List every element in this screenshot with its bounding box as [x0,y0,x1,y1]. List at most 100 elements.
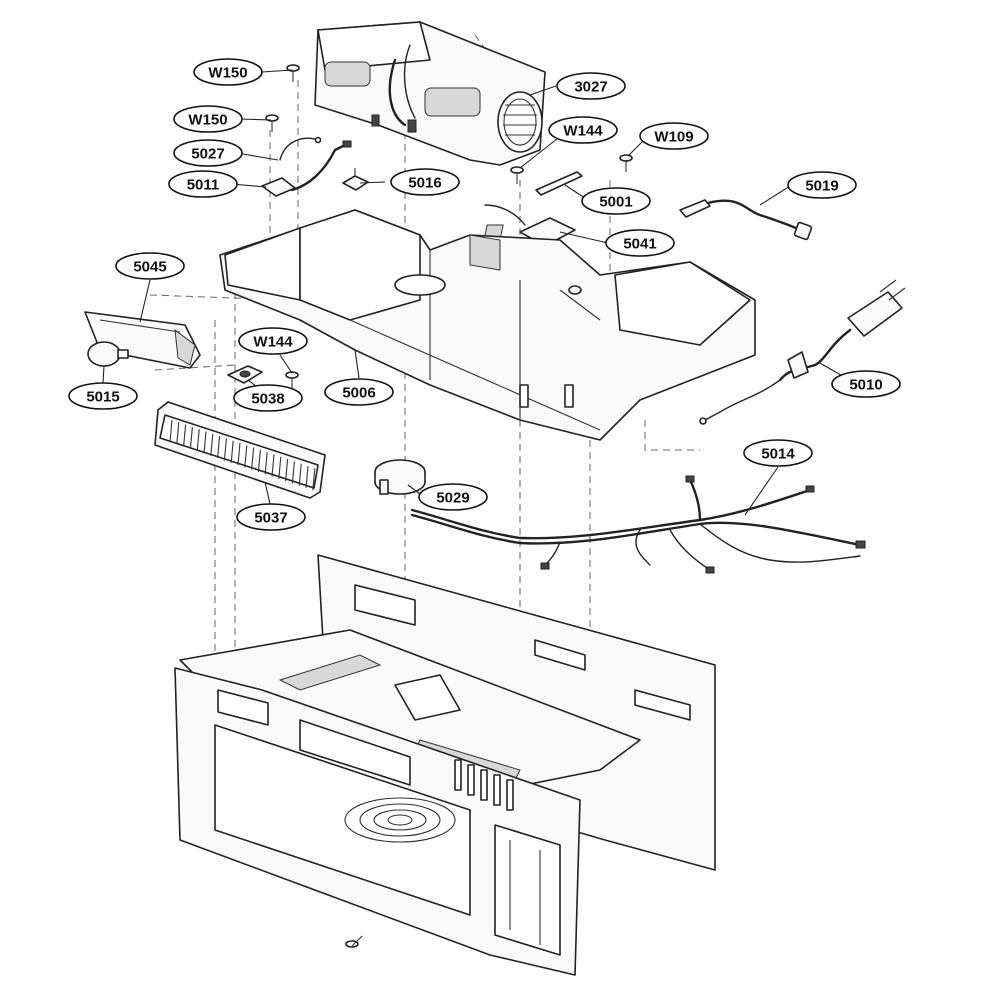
grille-slot [285,459,289,482]
callout-5014: 5014 [743,439,813,467]
grille-slot [183,424,187,447]
callout-5045: 5045 [115,252,185,280]
callout-ellipse [173,105,243,133]
screw-w109 [619,154,633,172]
screw-w144-top [510,166,524,184]
vent-grille-slots [169,419,316,491]
callout-5037: 5037 [236,503,306,531]
callout-ellipse [193,58,263,86]
callout-ellipse [581,187,651,215]
grille-slot [189,426,193,449]
grille-slot [176,422,180,445]
callout-label: 5029 [436,490,469,507]
grille-slot [264,452,268,475]
grille-slot [251,447,255,470]
callout-label: W144 [563,123,603,140]
callout-label: 5006 [342,385,375,402]
wire-5027 [279,136,322,161]
grille-slot [278,456,282,479]
grille-slot [312,468,316,491]
callout-ellipse [556,72,626,100]
oven-cavity-chassis [174,554,716,976]
wire-5019 [679,199,813,241]
callout-label: 5016 [408,175,441,192]
grille-slot [217,436,221,459]
leader-lines [102,69,856,516]
callout-label: W150 [188,112,227,129]
grille-slot [298,463,302,486]
callout-5006: 5006 [324,378,394,406]
timer-motor-5029 [374,459,426,495]
callout-5041: 5041 [605,229,675,257]
screw-w144-mid [285,371,299,388]
callout-ellipse [787,171,857,199]
grille-slot [305,465,309,489]
grille-slot [237,442,241,466]
callout-label: 5037 [254,510,287,527]
callout-label: 5045 [133,259,166,276]
air-guide-base-5006 [219,209,756,441]
callout-w144-mid: W144 [238,327,308,355]
callout-5015: 5015 [68,382,138,410]
callout-ellipse [548,116,618,144]
callout-5010: 5010 [831,370,901,398]
grille-slot [210,433,214,456]
callout-label: 3027 [574,79,607,96]
callout-label: 5010 [849,377,882,394]
callout-5027: 5027 [173,139,243,167]
grille-slot [169,419,173,443]
callout-ellipse [605,229,675,257]
callout-ellipse [390,168,460,196]
callout-label: 5041 [623,236,656,253]
callout-3027: 3027 [556,72,626,100]
callout-ellipse [233,384,303,412]
lamp-holder-5045 [84,311,201,369]
wiring-harness-5014 [410,475,866,574]
callout-label: W144 [253,334,293,351]
callout-label: 5001 [599,194,632,211]
callout-ellipse [173,139,243,167]
grille-slot [230,440,234,463]
grille-slot [223,438,227,461]
callout-5001: 5001 [581,187,651,215]
grille-slot [203,431,207,454]
callout-ellipse [418,483,488,511]
callout-5038: 5038 [233,384,303,412]
thermostat-5011 [261,140,352,197]
callout-5019: 5019 [787,171,857,199]
blower-fan-housing [314,21,546,166]
callout-label: W109 [654,129,693,146]
callout-ellipse [743,439,813,467]
screw-w150-top [286,64,300,82]
callout-label: 5019 [805,178,838,195]
callout-w150-second: W150 [173,105,243,133]
callout-w109: W109 [639,122,709,150]
screw-w150-second [265,114,279,132]
callout-label: 5038 [251,391,284,408]
callout-5011: 5011 [168,170,238,198]
callout-label: 5014 [761,446,795,463]
callout-ellipse [168,170,238,198]
callout-ellipse [238,327,308,355]
grille-slot [244,445,248,468]
grille-slot [271,454,275,477]
callout-5029: 5029 [418,483,488,511]
callout-w150-top: W150 [193,58,263,86]
bracket-5001 [535,171,583,196]
callout-label: 5027 [191,146,224,163]
thermistor-5038 [227,365,263,384]
thermal-fuse-5016 [342,168,369,191]
grille-slot [257,449,261,472]
callout-ellipse [324,378,394,406]
grille-slot [291,461,295,484]
callout-label: 5015 [86,389,119,406]
callout-label: W150 [208,65,247,82]
callout-ellipse [236,503,306,531]
callout-ellipse [68,382,138,410]
callout-ellipse [831,370,901,398]
callout-5016: 5016 [390,168,460,196]
grille-slot [196,429,200,452]
power-cord-5010 [699,279,906,425]
